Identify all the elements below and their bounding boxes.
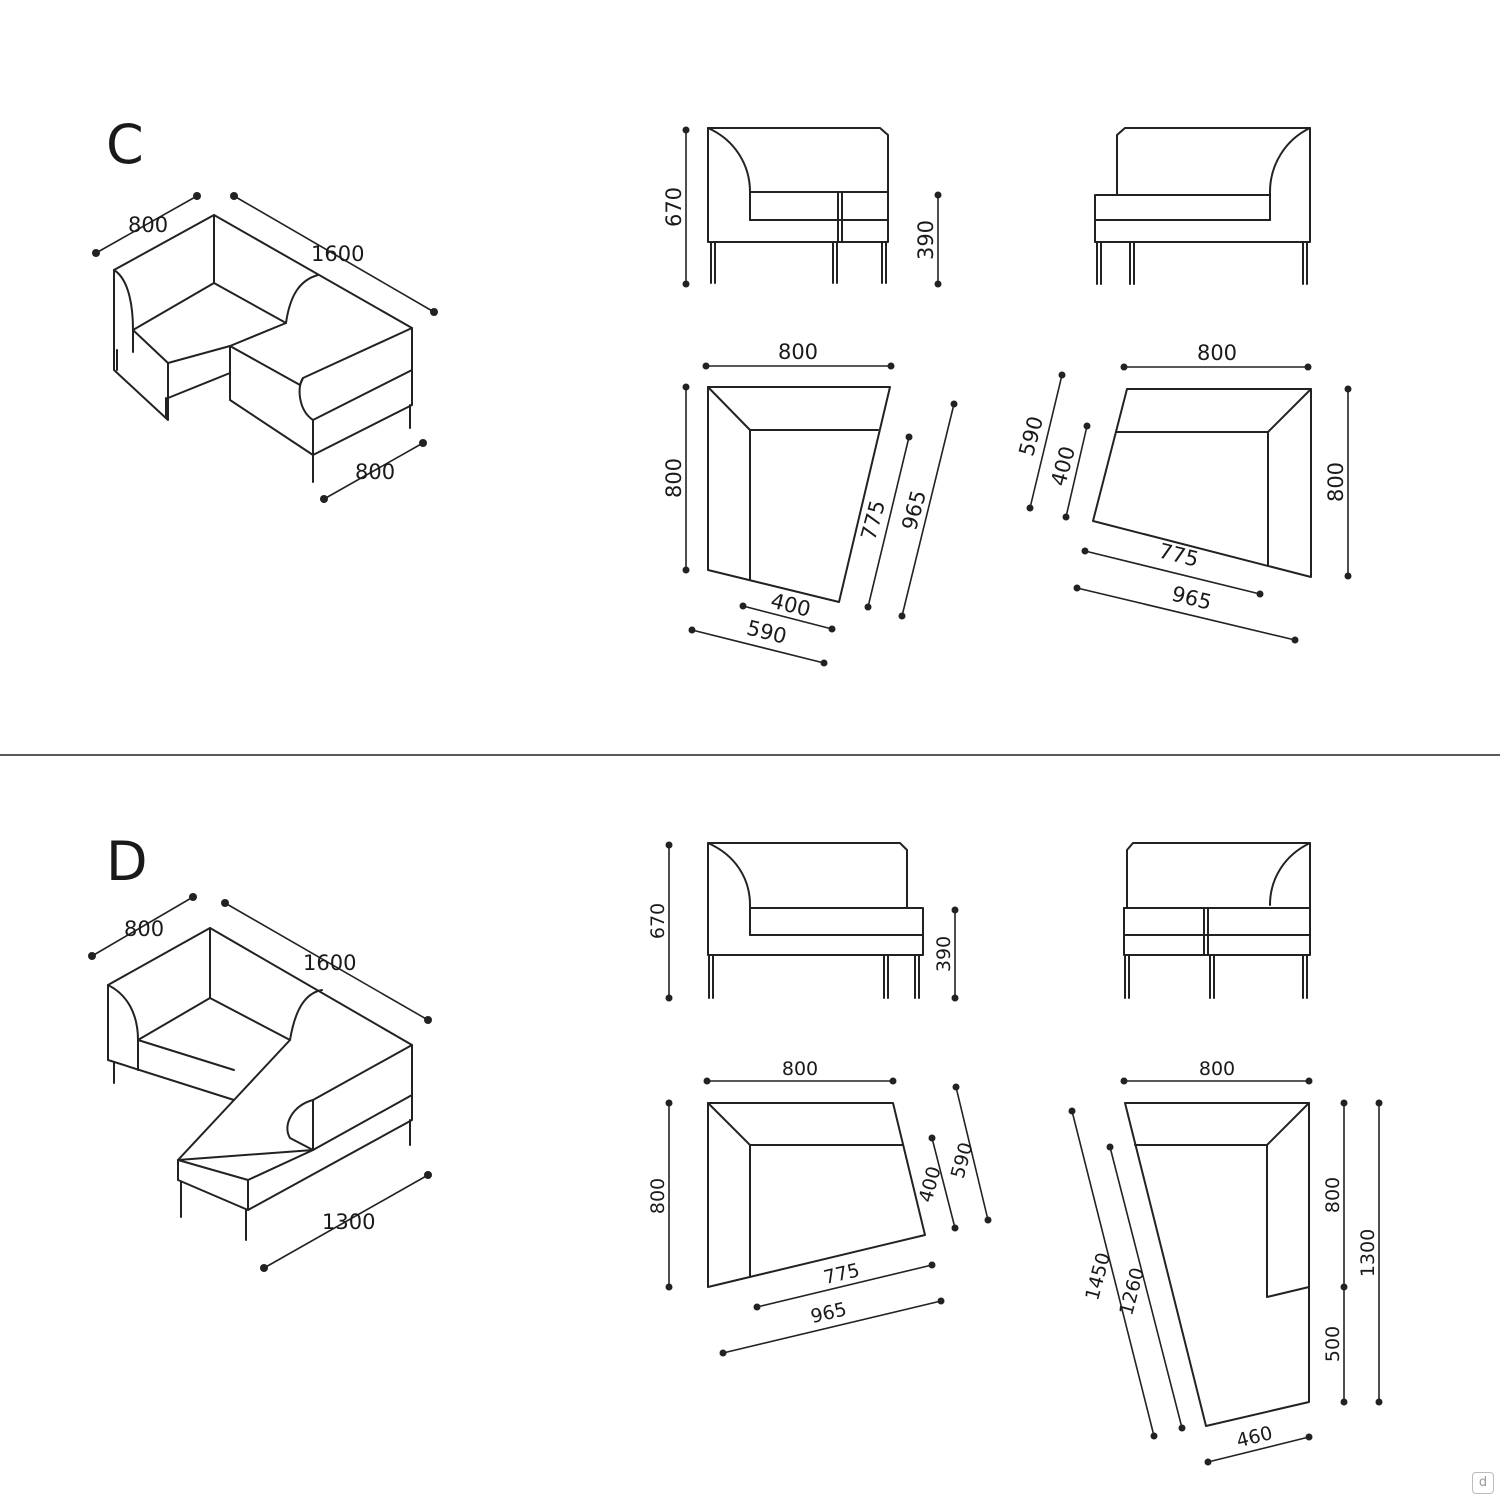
dim-c-plan-590: 590	[744, 616, 789, 649]
dim-c-iso-1600: 1600	[311, 242, 364, 266]
section-d: D 800 1600 1300	[88, 830, 1383, 1466]
elevation-c-left: 670 390	[662, 126, 942, 288]
section-c: C 800 1600 800	[92, 113, 1352, 667]
dim-d-plan2-1260: 1260	[1115, 1265, 1149, 1317]
dim-d-plan-590: 590	[947, 1140, 978, 1181]
dim-c-plan2-width: 800	[1197, 341, 1237, 365]
plan-d-right: 800 800 500 1300 1450 1260 460	[1068, 1058, 1383, 1466]
dim-d-plan-965: 965	[809, 1298, 849, 1328]
dim-d-plan-775: 775	[822, 1259, 862, 1289]
dim-c-plan2-depth: 800	[1324, 462, 1348, 502]
dim-d-plan2-1300: 1300	[1357, 1229, 1379, 1277]
dim-c-iso-800b: 800	[355, 460, 395, 484]
dim-c-plan-965: 965	[897, 488, 931, 533]
dim-d-plan2-800: 800	[1322, 1177, 1344, 1213]
plan-d-left: 800 800 400 590 775 965	[647, 1058, 992, 1357]
dim-c-iso-800a: 800	[128, 213, 168, 237]
dim-d-iso-1300: 1300	[322, 1210, 375, 1234]
elevation-c-right	[1094, 127, 1311, 285]
dim-c-plan2-400: 400	[1046, 444, 1080, 489]
dim-d-plan-400: 400	[915, 1164, 946, 1205]
dim-d-iso-800: 800	[124, 917, 164, 941]
dim-c-plan2-775: 775	[1156, 539, 1201, 572]
dim-d-plan2-500: 500	[1322, 1326, 1344, 1362]
dim-c-plan2-965: 965	[1169, 582, 1214, 615]
brand-mark: d	[1472, 1472, 1494, 1494]
dim-d-height-670: 670	[647, 903, 669, 939]
elevation-d-left: 670 390	[647, 841, 959, 1002]
iso-c-dims: 800 1600 800	[92, 192, 438, 503]
dim-d-plan2-width: 800	[1199, 1058, 1235, 1080]
dim-d-plan2-1450: 1450	[1081, 1250, 1115, 1302]
dim-c-plan-width: 800	[778, 340, 818, 364]
variant-c-letter: C	[106, 113, 144, 176]
dim-d-seat-390: 390	[933, 936, 955, 972]
dim-d-plan-depth: 800	[647, 1178, 669, 1214]
iso-sofa-d	[107, 927, 413, 1241]
dim-d-iso-1600: 1600	[303, 951, 356, 975]
dim-c-plan-depth: 800	[662, 458, 686, 498]
dim-d-plan-width: 800	[782, 1058, 818, 1080]
dim-c-seat-390: 390	[914, 220, 938, 260]
elevation-d-right	[1123, 842, 1311, 999]
plan-c-right: 800 800 590 400 775 965	[1014, 341, 1352, 644]
plan-c-left: 800 800 775 965 400 590	[662, 340, 958, 667]
variant-d-letter: D	[106, 830, 148, 893]
iso-d-dims: 800 1600 1300	[88, 893, 432, 1272]
iso-sofa-c	[113, 214, 413, 483]
dim-c-height-670: 670	[662, 187, 686, 227]
